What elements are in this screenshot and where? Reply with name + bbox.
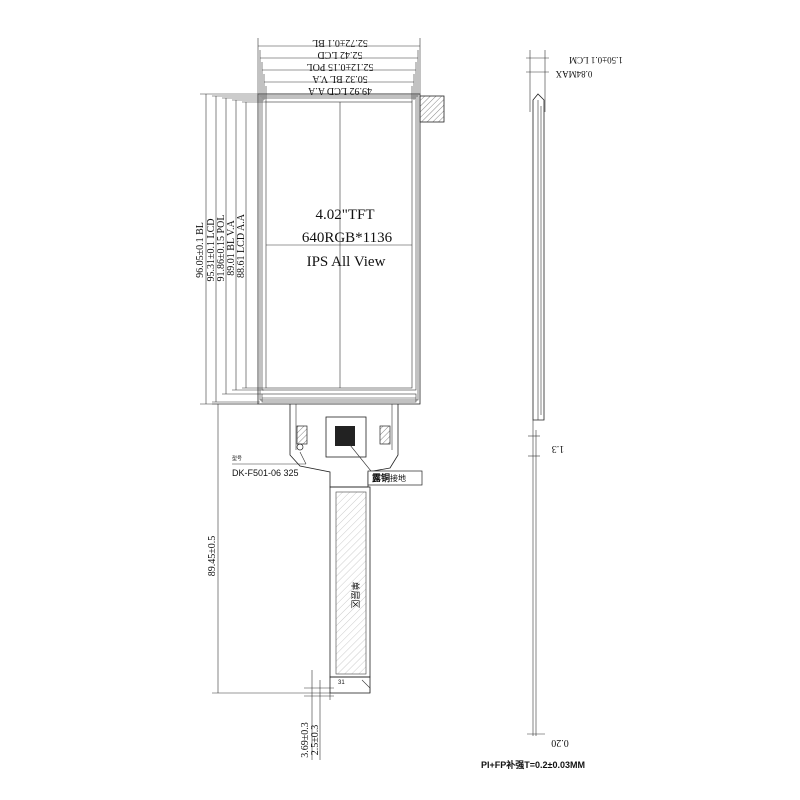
dim-top-pol: 52.12±0.15 POL — [307, 61, 374, 72]
gold-finger-area — [329, 676, 371, 694]
front-view: 4.02"TFT 640RGB*1136 IPS All View — [257, 93, 445, 405]
dim-pitch-a: 3.69±0.3 — [300, 722, 311, 758]
side-stiffener-note: PI+FP补强T=0.2±0.03MM — [481, 759, 585, 770]
dim-left-pol: 91.86±0.15 POL — [216, 215, 227, 282]
copper-callout-box — [367, 470, 423, 486]
connector-left — [296, 425, 308, 445]
dim-pitch-b: 2.5±0.3 — [310, 725, 321, 756]
dim-left-bl: 96.05±0.1 BL — [195, 222, 206, 278]
fpc-via-hole — [296, 443, 304, 451]
top-dimensions: 52.72±0.1 BL 52.42 LCD 52.12±0.15 POL 50… — [257, 37, 421, 102]
copper-ground-pad — [335, 426, 355, 446]
panel-size-text: 4.02"TFT — [315, 207, 374, 223]
fpc-model-caption: 型号 — [232, 455, 242, 462]
single-layer-zone — [335, 491, 367, 675]
side-view: 1.50±0.1 LCM 0.84MAX 1.3 0.20 PI+FP补强T=0… — [481, 50, 623, 770]
dim-side-fpc-bend: 1.3 — [552, 443, 565, 454]
dim-top-lcd-aa: 49.92 LCD A.A — [307, 85, 372, 96]
side-module-body — [532, 93, 545, 421]
left-dimensions: 96.05±0.1 BL 95.31±0.1 LCD 91.86±0.15 PO… — [195, 93, 266, 405]
dim-left-lcd-aa: 88.61 LCD A.A — [236, 213, 247, 278]
ic-chip — [325, 416, 367, 458]
tab-hatch — [419, 95, 445, 123]
dim-side-max: 0.84MAX — [555, 69, 592, 79]
panel-resolution-text: 640RGB*1136 — [302, 230, 393, 246]
fpc-model-number: DK-F501-06 325 — [232, 468, 299, 478]
pol-outline — [261, 97, 417, 391]
single-layer-label: 单层区 — [350, 581, 361, 608]
dim-top-bl: 52.72±0.1 BL — [312, 37, 368, 48]
dim-top-bl-va: 50.32 BL V.A — [312, 73, 368, 84]
dim-top-lcd: 52.42 LCD — [318, 49, 363, 60]
connector-right — [379, 425, 391, 445]
dim-left-lcd: 95.31±0.1 LCD — [206, 219, 217, 282]
dim-side-fpc-thk: 0.20 — [551, 737, 569, 748]
dim-fpc-length: 89.45±0.5 — [207, 536, 218, 577]
pin-mark: 31 — [338, 680, 345, 686]
dim-left-bl-va: 89.01 BL V.A — [226, 220, 237, 276]
lcd-outline — [259, 95, 419, 401]
copper-label: 露铜接地 — [372, 472, 406, 483]
backlight-outline — [257, 93, 421, 405]
dim-side-lcm: 1.50±0.1 LCM — [569, 55, 623, 65]
panel-type-text: IPS All View — [307, 254, 386, 270]
fpc: 单层区 31 露铜接地 型号 DK-F501-06 325 89.45±0.5 … — [207, 403, 423, 760]
